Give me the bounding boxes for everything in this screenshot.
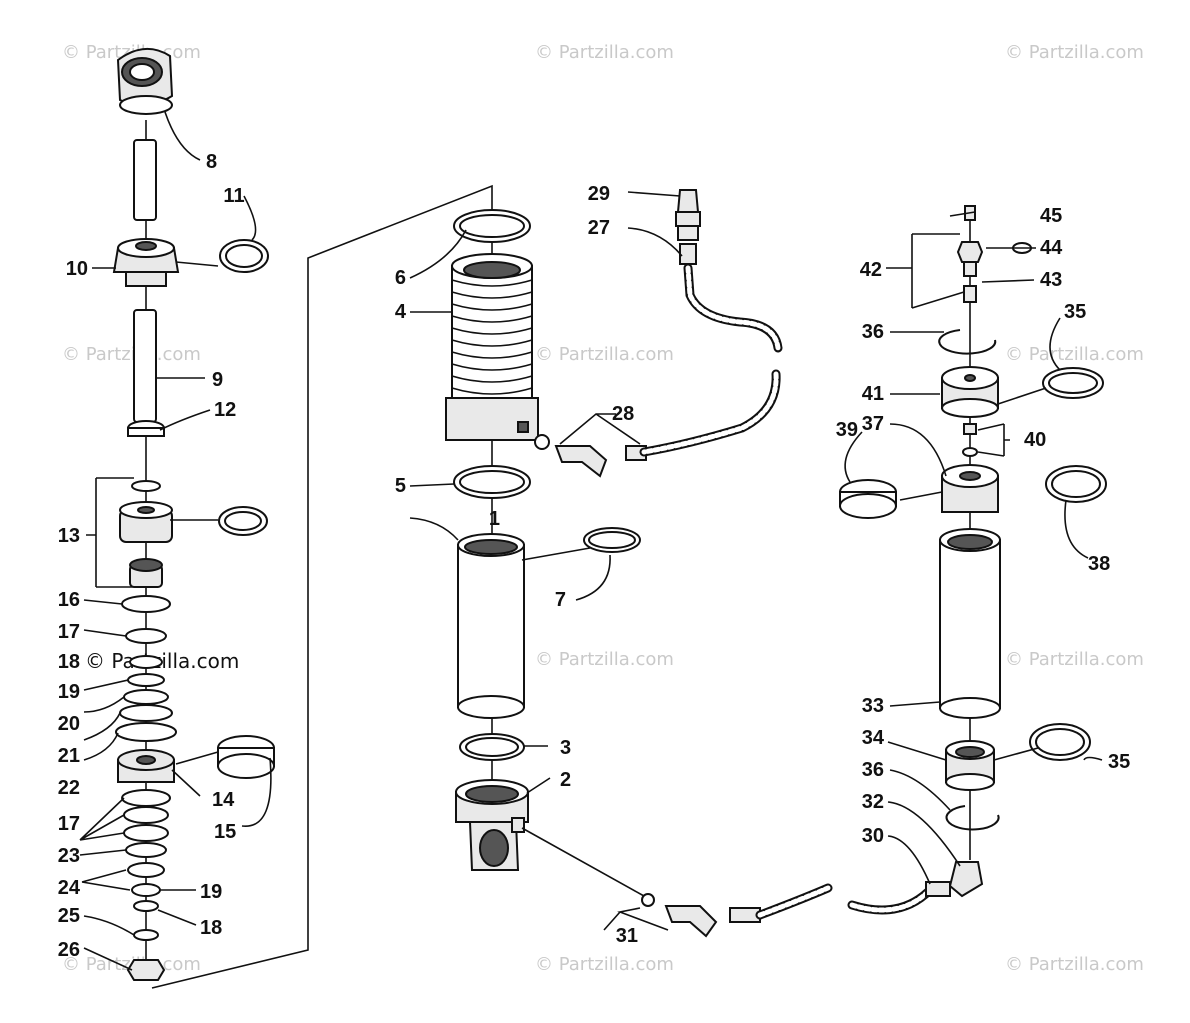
piston-14 (117, 749, 175, 783)
callout-36b: 36 (862, 759, 884, 781)
callout-35b: 35 (1108, 751, 1130, 773)
callout-10: 10 (66, 258, 88, 280)
callout-32: 32 (862, 791, 884, 813)
band-39 (839, 479, 897, 519)
callout-1: 1 (489, 508, 500, 530)
piston-37 (941, 464, 999, 513)
callout-17: 17 (58, 621, 80, 643)
callout-29: 29 (588, 183, 610, 205)
tube-1 (457, 533, 525, 719)
callout-44: 44 (1040, 237, 1063, 259)
callout-7: 7 (555, 589, 566, 611)
watermark: © Partzilla.com (62, 344, 201, 365)
watermark: © Partzilla.com (535, 42, 674, 63)
callout-5: 5 (395, 475, 406, 497)
callout-16: 16 (58, 589, 80, 611)
base-2 (455, 779, 529, 871)
assembly-link-line (151, 184, 493, 989)
callout-22: 22 (58, 777, 80, 799)
cap-41 (941, 366, 999, 418)
callout-13: 13 (58, 525, 80, 547)
callout-30: 30 (862, 825, 884, 847)
callout-labels: 1 2 3 4 5 6 7 8 9 10 11 12 13 14 15 16 1… (58, 151, 1131, 961)
left-shaft-assembly (112, 48, 275, 981)
center-body-assembly (445, 189, 935, 938)
nut-part-10 (112, 238, 180, 287)
watermark: © Partzilla.com (535, 344, 674, 365)
callout-14: 14 (212, 789, 235, 811)
shaft-rod (133, 309, 157, 423)
callout-6: 6 (395, 267, 406, 289)
callout-4: 4 (395, 301, 407, 323)
callout-35: 35 (1064, 301, 1086, 323)
watermark: © Partzilla.com (1005, 42, 1144, 63)
callout-39: 39 (836, 419, 858, 441)
watermark: © Partzilla.com (1005, 344, 1144, 365)
callout-8: 8 (206, 151, 217, 173)
tube-33 (939, 528, 1001, 719)
callout-15: 15 (214, 821, 236, 843)
callout-33: 33 (862, 695, 884, 717)
callout-24: 24 (58, 877, 81, 899)
callout-26: 26 (58, 939, 80, 961)
fitting-28 (534, 434, 647, 478)
nut-26 (126, 959, 166, 981)
callout-37: 37 (862, 413, 884, 435)
callout-31: 31 (616, 925, 638, 947)
callout-3: 3 (560, 737, 571, 759)
shaft-upper (133, 139, 157, 221)
fitting-31 (664, 905, 718, 938)
callout-34: 34 (862, 727, 885, 749)
piston-13 (119, 501, 173, 543)
callout-12: 12 (214, 399, 236, 421)
watermark: © Partzilla.com (1005, 649, 1144, 670)
callout-17b: 17 (58, 813, 80, 835)
callout-19: 19 (58, 681, 80, 703)
callout-42: 42 (860, 259, 882, 281)
cap-34 (945, 740, 995, 791)
callout-45: 45 (1040, 205, 1062, 227)
callout-41: 41 (862, 383, 884, 405)
leader-lines (79, 111, 1103, 971)
callout-9: 9 (212, 369, 223, 391)
callout-21: 21 (58, 745, 80, 767)
threaded-sleeve-4 (445, 253, 539, 441)
watermark: © Partzilla.com (535, 954, 674, 975)
callout-23: 23 (58, 845, 80, 867)
eyelet-part-8 (116, 48, 174, 115)
hose-mid (639, 369, 781, 457)
callout-27: 27 (588, 217, 610, 239)
callout-19b: 19 (200, 881, 222, 903)
fitting-29 (675, 189, 701, 265)
callout-25: 25 (58, 905, 80, 927)
callout-18: 18 (58, 651, 80, 673)
callout-40: 40 (1024, 429, 1046, 451)
callout-38: 38 (1088, 553, 1110, 575)
callout-11: 11 (223, 185, 244, 207)
callout-18b: 18 (200, 917, 222, 939)
elbow-32 (948, 861, 984, 898)
watermark: © Partzilla.com (1005, 954, 1144, 975)
callout-28: 28 (612, 403, 634, 425)
callout-36: 36 (862, 321, 884, 343)
callout-20: 20 (58, 713, 80, 735)
callout-2: 2 (560, 769, 571, 791)
callout-43: 43 (1040, 269, 1062, 291)
right-reservoir-assembly (839, 205, 1107, 898)
watermark: © Partzilla.com (535, 649, 674, 670)
band-15 (217, 735, 275, 779)
